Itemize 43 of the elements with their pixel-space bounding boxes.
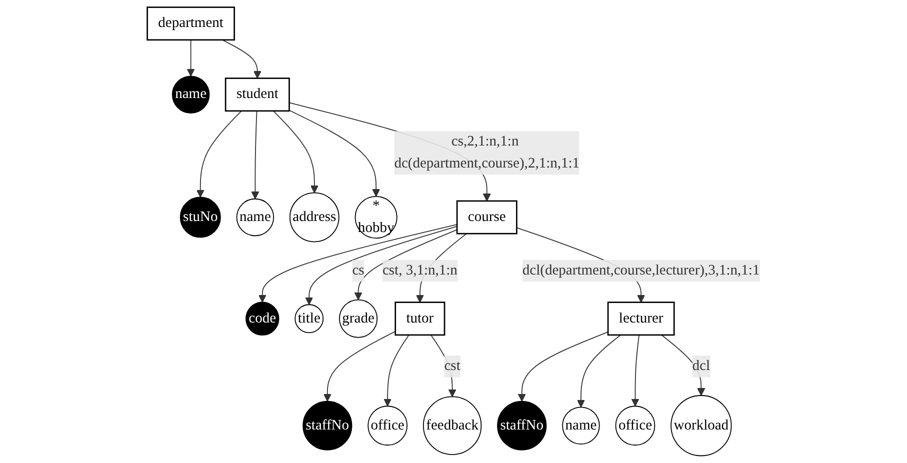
node-circle: name xyxy=(562,406,600,444)
arrow xyxy=(305,226,458,305)
arrow xyxy=(251,110,260,200)
node-box: course xyxy=(456,200,518,234)
arrow xyxy=(288,102,491,202)
arrow xyxy=(631,334,640,406)
arrow xyxy=(258,224,458,303)
node-circle: feedback xyxy=(422,396,482,455)
node-circle: workload xyxy=(670,395,732,456)
node-box: student xyxy=(224,78,290,112)
arrow xyxy=(661,334,706,396)
arrow xyxy=(518,331,608,402)
arrow xyxy=(323,330,396,402)
arrow xyxy=(288,110,380,197)
arrow xyxy=(384,334,410,406)
node-circle: office xyxy=(368,406,408,446)
arrow xyxy=(186,39,195,77)
node-box: tutor xyxy=(394,302,446,336)
edge-label: dcl(department,course,lecturer),3,1:n,1:1 xyxy=(522,262,760,278)
edge-label: dcl xyxy=(692,358,710,374)
node-circle: office xyxy=(615,406,656,446)
node-circle: code xyxy=(246,302,280,336)
node-circle: staffNo xyxy=(497,400,547,450)
node-circle: stuNo xyxy=(180,196,221,238)
node-circle: staffNo xyxy=(302,400,352,450)
arrow xyxy=(354,229,458,300)
node-circle: title xyxy=(294,304,324,334)
arrow xyxy=(222,39,262,79)
node-circle: name xyxy=(236,198,274,236)
node-circle: * hobby xyxy=(354,196,398,239)
node-circle: name xyxy=(172,76,210,114)
arrow xyxy=(430,334,456,398)
edge-label: cs xyxy=(352,262,364,278)
node-circle: grade xyxy=(339,299,378,338)
arrow xyxy=(196,110,242,198)
node-box: lecturer xyxy=(607,302,675,336)
arrow xyxy=(576,334,622,408)
edge-label: cst, 3,1:n,1:n xyxy=(382,262,458,278)
arrow xyxy=(272,110,318,194)
node-box: department xyxy=(146,6,235,41)
edge-label: cs,2,1:n,1:n dc(department,course),2,1:n,1:1 xyxy=(394,134,580,172)
node-circle: address xyxy=(290,192,340,242)
edge-label: cst xyxy=(444,358,460,374)
